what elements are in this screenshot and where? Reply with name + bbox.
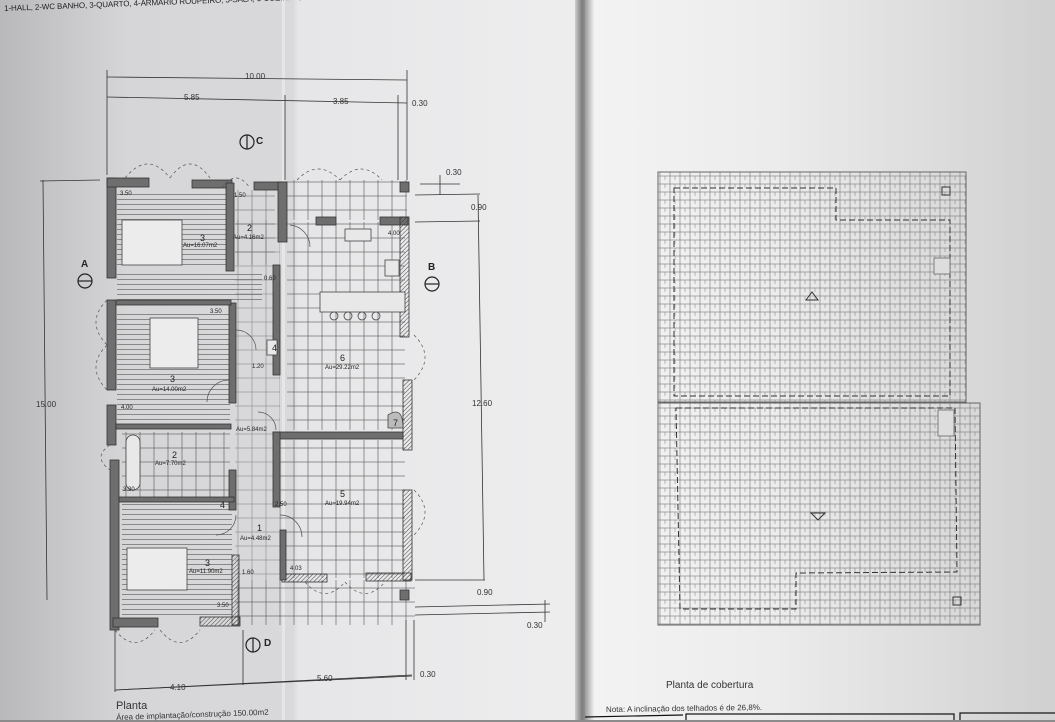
dim-right-height: 12.60 [472,399,493,408]
inner-dim: 4.00 [388,231,400,237]
dim-top-edge: 0.30 [412,99,428,108]
inner-dim: 3.50 [217,603,229,609]
room-number: 3 [200,233,206,243]
dim-right-top-offset: 0.30 [446,168,462,177]
room-area: Au=19.94m2 [325,501,360,507]
room-number: 2 [172,450,178,460]
dim-top-left: 5.85 [184,93,200,102]
section-marker-c: C [256,136,264,147]
dim-bottom-edge: 0.30 [420,670,436,679]
room-area: Au=5.84m2 [236,427,267,433]
room-number: 6 [340,353,346,363]
dim-right-bottom-offset: 0.30 [527,621,543,630]
room-area: Au=16.07m2 [183,243,218,249]
room-number: 7 [393,418,399,428]
room-number: 3 [170,374,176,384]
inner-dim: 4.03 [290,566,302,572]
inner-dim: 0.60 [264,276,276,282]
section-marker-d: D [264,638,272,649]
dim-top-right: 3.85 [333,97,349,106]
dim-bottom-left: 4.10 [170,683,186,692]
room-area: Au=11.90m2 [189,569,223,575]
inner-dim: 3.30 [123,487,135,493]
dim-bottom-right: 5.60 [317,674,333,683]
dim-right-bottom-overhang: 0.90 [477,588,493,597]
paper-fold [282,0,285,720]
roof-plan-title: Planta de cobertura [666,680,754,691]
inner-dim: 1.50 [234,193,246,199]
floor-plan-title: Planta [116,700,148,712]
inner-dim: 3.50 [120,191,132,197]
inner-dim: 1.60 [242,570,254,576]
section-marker-b: B [428,262,436,273]
inner-dim: 3.50 [210,309,222,315]
dim-left-height: 15.00 [36,400,57,409]
room-area: Au=4.16m2 [233,235,264,241]
room-number: 4 [272,343,278,353]
section-marker-a: A [81,259,89,270]
dim-top-total: 10.00 [245,72,266,81]
room-area: Au=4.48m2 [240,536,271,542]
inner-dim: 1.20 [252,364,264,370]
room-number: 2 [247,223,253,233]
room-number: 3 [205,558,211,568]
room-area: Au=14.00m2 [152,387,187,393]
inner-dim: 4.00 [121,405,133,411]
dim-right-top-overhang: 0.90 [471,203,487,212]
room-number: 4 [220,500,226,510]
room-number: 5 [340,489,346,499]
room-number: 1 [257,523,263,533]
inner-dim: 2.50 [275,502,287,508]
room-area: Au=29.22m2 [325,365,360,371]
room-area: Au=7.70m2 [155,461,186,467]
